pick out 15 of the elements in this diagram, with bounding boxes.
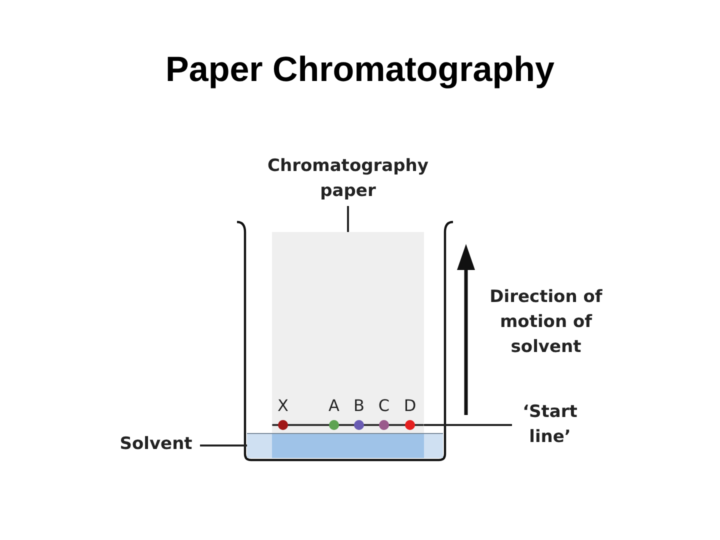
- spot-letter: A: [328, 395, 340, 417]
- spot-letter: C: [377, 395, 391, 417]
- leader-line: [347, 206, 349, 232]
- spot-letter: B: [352, 395, 366, 417]
- leader-line: [200, 444, 247, 446]
- callout-label: Chromatography paper: [248, 154, 448, 206]
- spot-letter: D: [402, 395, 418, 417]
- solvent-liquid: [247, 433, 443, 458]
- chromatography-paper: [272, 232, 424, 433]
- title: Paper Chromatography: [164, 50, 556, 90]
- callout-label: ‘Start line’: [512, 400, 588, 452]
- spot-letter: X: [276, 395, 290, 417]
- leader-line: [424, 424, 512, 426]
- direction-label: Direction of motion of solvent: [488, 286, 604, 359]
- callout-label: Solvent: [112, 432, 200, 458]
